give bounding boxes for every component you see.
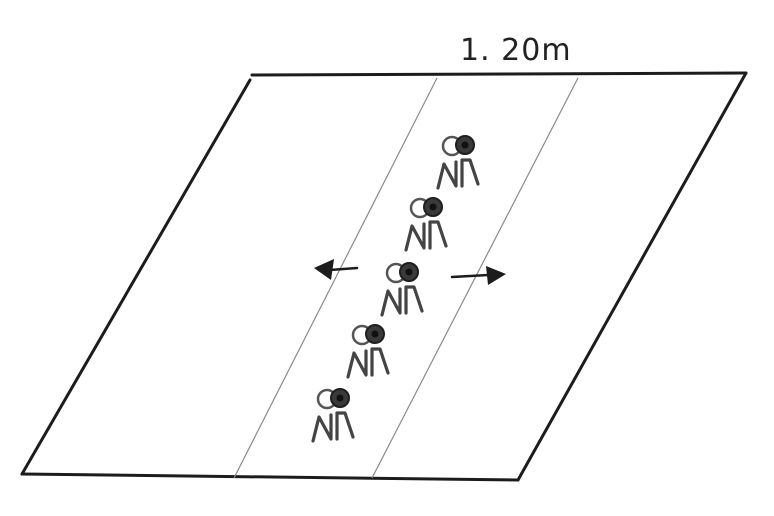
field-left-edge bbox=[20, 78, 252, 476]
field-outline bbox=[20, 71, 748, 482]
player-pair-icon bbox=[436, 134, 480, 190]
player-pair-icon bbox=[380, 261, 424, 317]
field-bottom-edge bbox=[20, 472, 520, 482]
arrow-right-icon bbox=[450, 266, 506, 285]
lane-lines bbox=[233, 77, 579, 479]
field-right-edge bbox=[516, 71, 748, 482]
arrow-left-icon bbox=[314, 259, 359, 280]
lane-line-left bbox=[233, 77, 438, 479]
player-pair-icon bbox=[346, 323, 390, 379]
player-pair-icon bbox=[311, 387, 355, 443]
field-top-edge bbox=[250, 71, 748, 77]
player-pairs bbox=[311, 134, 480, 443]
lane-line-right bbox=[371, 77, 579, 479]
player-pair-icon bbox=[404, 196, 448, 252]
dimension-label: 1. 20m bbox=[460, 33, 572, 68]
